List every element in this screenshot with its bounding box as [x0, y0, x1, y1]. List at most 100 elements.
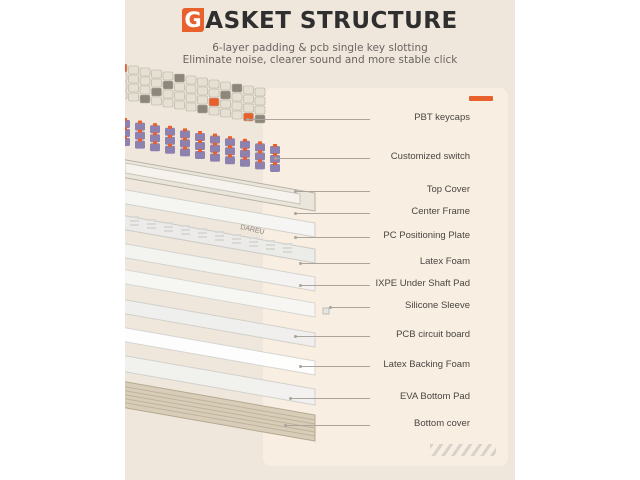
- layer-label-8: Silicone Sleeve: [405, 300, 470, 311]
- headline-initial-badge: G: [182, 8, 205, 32]
- plate-cutout: [266, 244, 275, 246]
- switch: [125, 138, 130, 146]
- latex-backing-foam-layer: [125, 327, 316, 376]
- plate-cutout: [232, 234, 241, 236]
- switch: [135, 131, 145, 140]
- switch: [210, 135, 220, 144]
- leader-line-10: [300, 366, 370, 367]
- keycap: [125, 72, 128, 82]
- switch-stem: [198, 131, 202, 134]
- switch: [135, 122, 145, 131]
- leader-dot-12: [284, 424, 287, 427]
- switch: [270, 164, 280, 172]
- keycap: [208, 97, 220, 107]
- leader-dot-5: [294, 236, 297, 239]
- switch: [195, 142, 205, 150]
- switch: [270, 146, 280, 154]
- keycap: [125, 81, 128, 91]
- plate-cutout: [249, 245, 258, 247]
- keycap: [174, 82, 185, 92]
- layer-label-12: Bottom cover: [414, 418, 470, 429]
- plate-cutout: [147, 227, 156, 229]
- plate-cutout: [181, 229, 190, 231]
- leader-line-6: [300, 263, 370, 264]
- plate-cutout: [215, 231, 224, 233]
- keycap: [185, 84, 197, 94]
- silicone-sleeve-sample: [322, 307, 330, 315]
- switch-stem: [258, 141, 262, 145]
- panel-stripe-decoration: [430, 444, 496, 456]
- switch-stem: [198, 149, 202, 152]
- switch: [165, 136, 175, 145]
- switch: [165, 145, 175, 154]
- plate-cutout: [215, 239, 224, 241]
- switch: [225, 156, 235, 165]
- bottom-cover-rib-1: [125, 386, 316, 421]
- keycap: [174, 91, 185, 101]
- switch-stem: [168, 143, 172, 147]
- keycap: [197, 95, 208, 105]
- switch: [240, 140, 250, 149]
- switch: [225, 138, 235, 147]
- keycap: [185, 102, 197, 112]
- plate-cutout: [232, 238, 241, 240]
- keycap: [139, 94, 151, 104]
- plate-cutout: [130, 220, 139, 222]
- switch-stem: [273, 162, 277, 165]
- headline-text: ASKET STRUCTURE: [205, 8, 458, 34]
- switch-stem: [153, 141, 157, 145]
- switch: [255, 143, 265, 152]
- leader-dot-6: [299, 262, 302, 265]
- leader-line-9: [295, 336, 370, 337]
- switch-stem: [183, 146, 187, 150]
- plate-cutout: [130, 216, 139, 218]
- plate-cutout: [215, 235, 224, 237]
- switch: [150, 143, 160, 152]
- switch: [135, 140, 145, 149]
- plate-cutout: [283, 247, 292, 249]
- eva-pad-layer: [125, 355, 316, 406]
- keycap: [174, 100, 185, 110]
- switch-stem: [125, 118, 127, 121]
- keycap: [128, 65, 139, 75]
- switch-stem: [125, 136, 127, 139]
- keycap: [151, 87, 162, 97]
- keycap: [162, 98, 174, 108]
- leader-line-2: [275, 158, 370, 159]
- layer-label-5: PC Positioning Plate: [383, 230, 470, 241]
- keycap: [128, 83, 139, 93]
- plate-cutout: [181, 225, 190, 227]
- switch-stem: [168, 134, 172, 138]
- plate-cutout: [198, 228, 207, 230]
- keycap: [254, 87, 266, 97]
- keycap: [208, 88, 220, 98]
- switch-stem: [138, 120, 142, 124]
- switch: [210, 153, 220, 162]
- keycap: [231, 92, 243, 102]
- leader-line-1: [247, 119, 370, 120]
- switch-stem: [138, 129, 142, 133]
- keycap: [231, 83, 243, 93]
- plate-cutout: [232, 242, 241, 244]
- switch-stem: [138, 138, 142, 142]
- bottom-cover-rib-4: [125, 398, 316, 433]
- keycap: [243, 85, 254, 95]
- plate-cutout: [266, 240, 275, 242]
- bottom-cover-rib-2: [125, 390, 316, 425]
- switch: [125, 120, 130, 128]
- switch: [240, 158, 250, 167]
- switch-stem: [125, 127, 127, 130]
- keyboard-brand-mark: DAREU: [240, 224, 265, 236]
- keycap: [128, 92, 139, 102]
- switch-stem: [213, 151, 217, 155]
- leader-dot-4: [294, 212, 297, 215]
- keycap: [185, 75, 197, 85]
- keycap: [220, 81, 231, 91]
- plate-cutout: [198, 236, 207, 238]
- switch-stem: [213, 133, 217, 137]
- bottom-cover-rib-5: [125, 402, 316, 437]
- latex-foam-layer: [125, 243, 316, 292]
- keycap: [231, 101, 243, 111]
